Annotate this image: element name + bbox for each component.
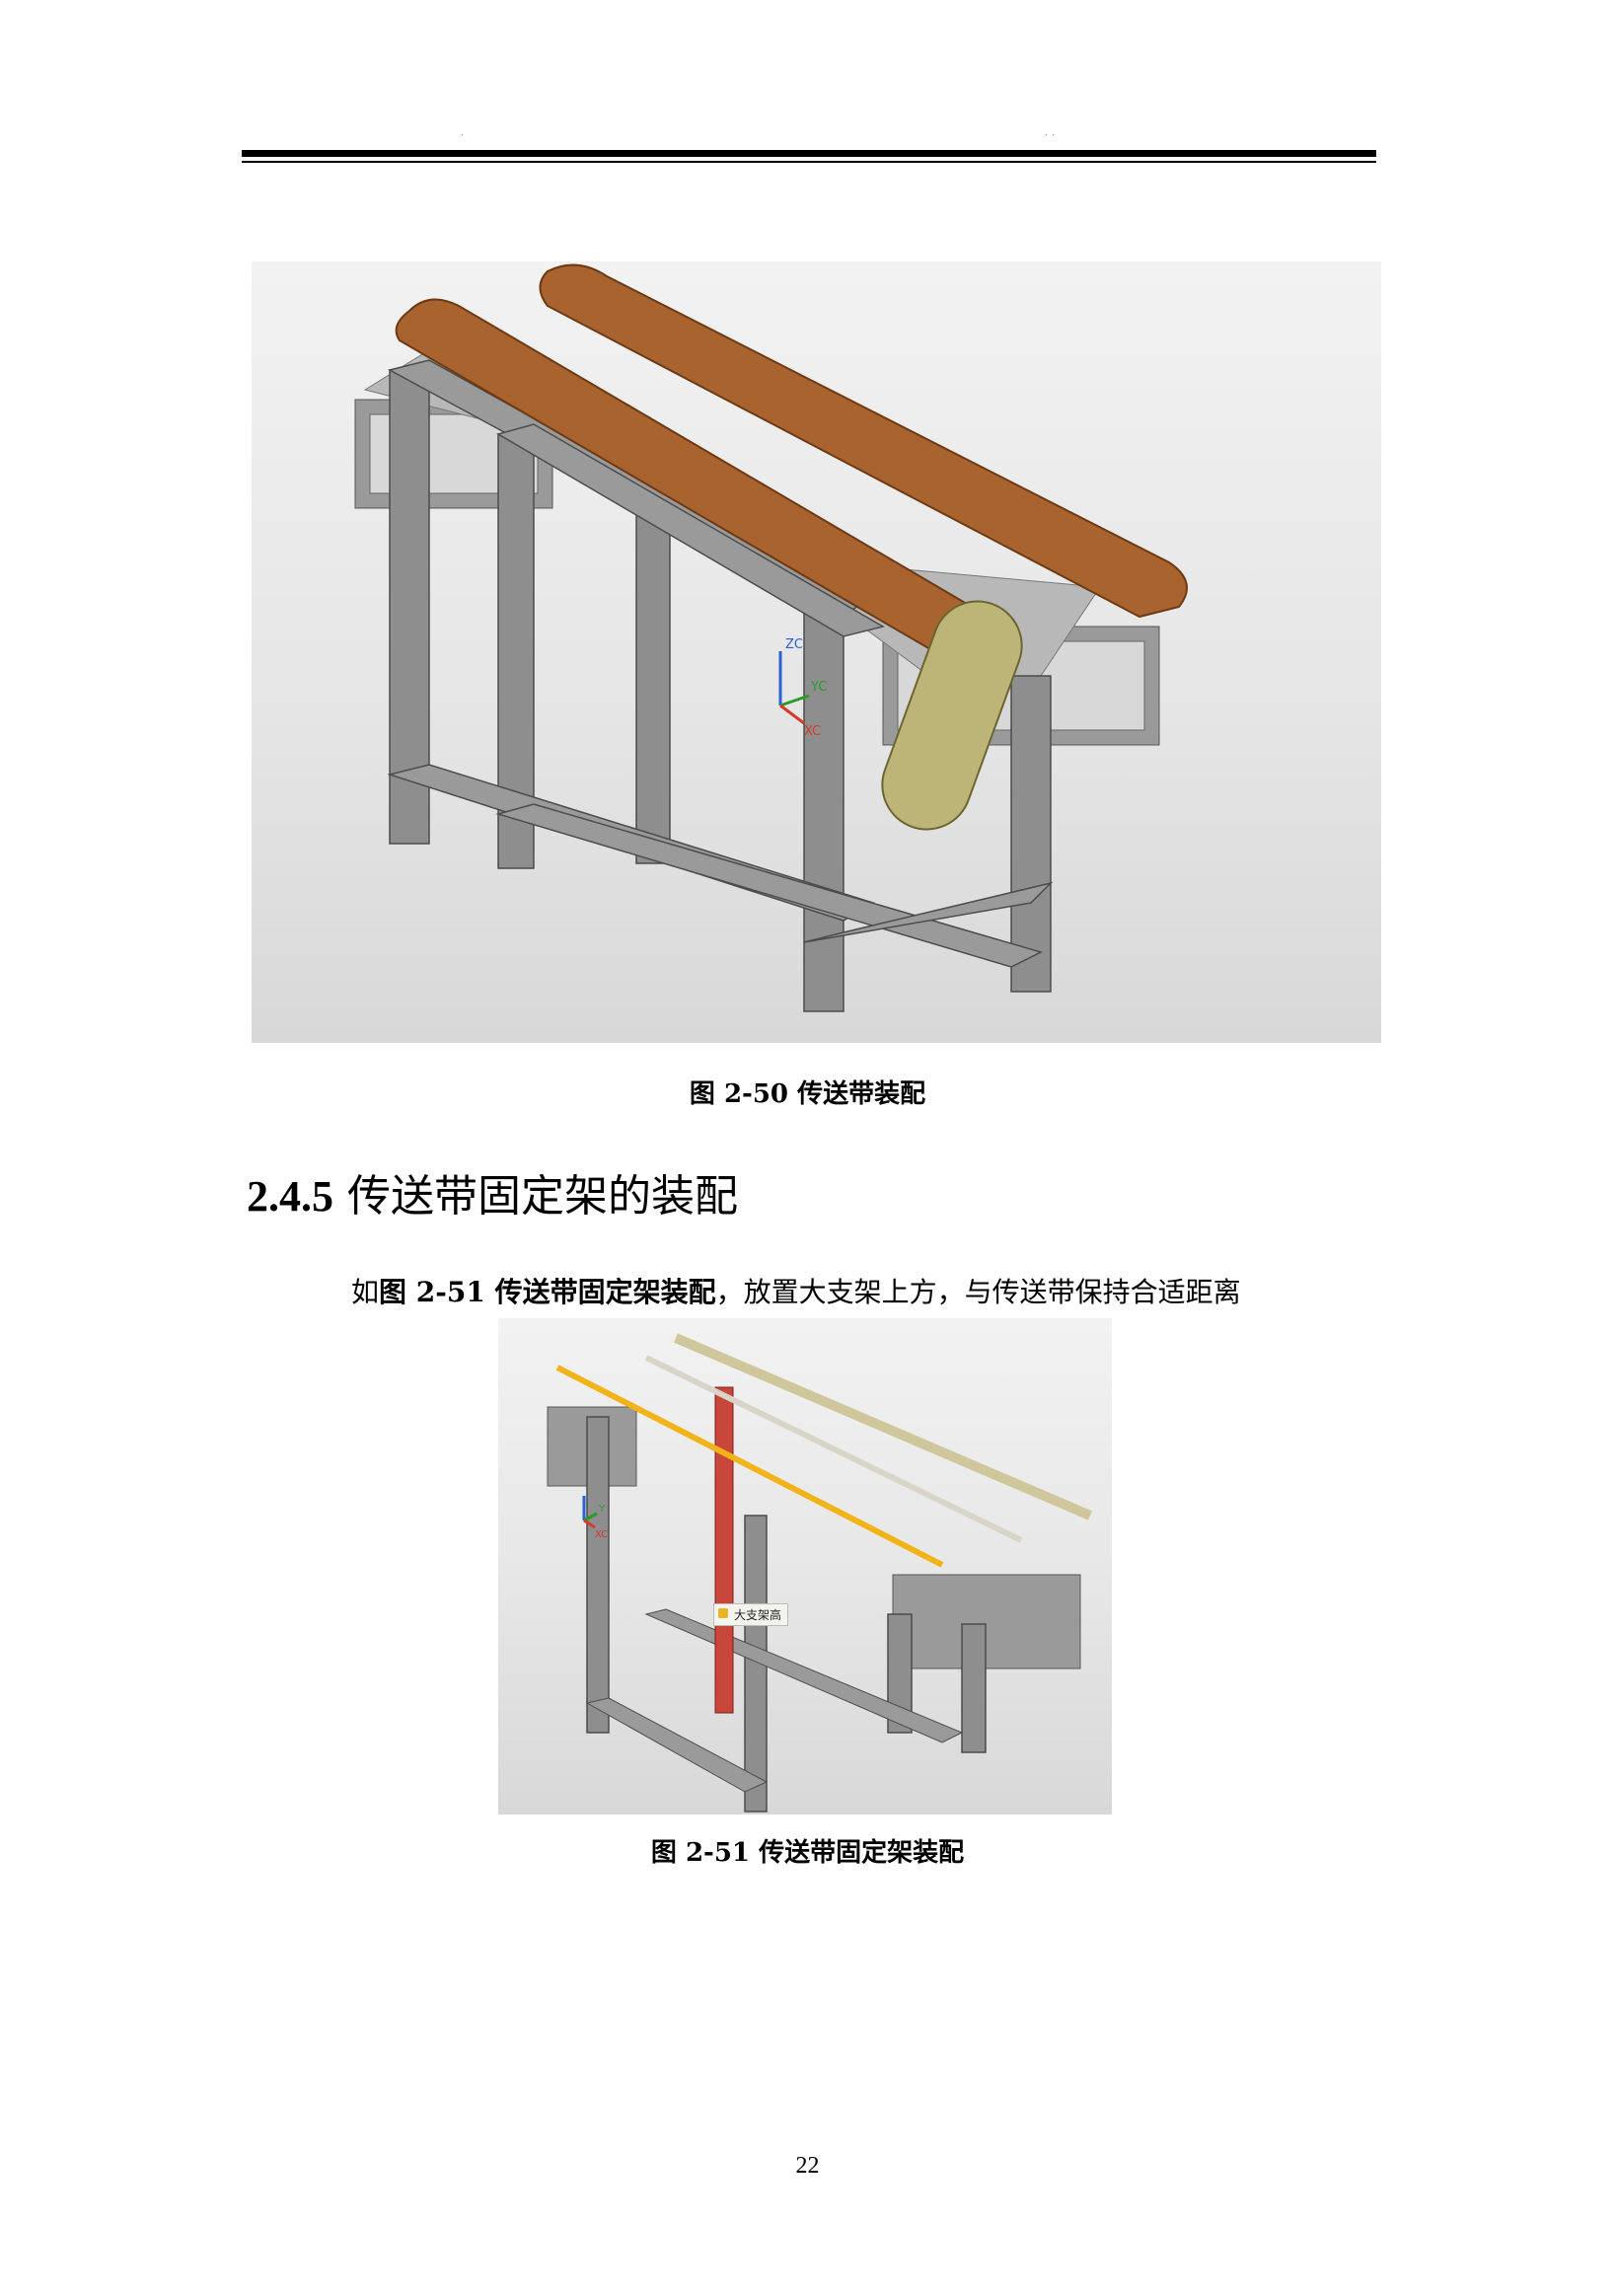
axis-label-x-2: XC [595, 1529, 608, 1540]
header-rule [242, 150, 1376, 157]
paragraph-suffix: ，放置大支架上方，与传送带保持合适距离 [715, 1276, 1241, 1308]
page-number: 22 [795, 2153, 820, 2179]
figure-fixing-frame-assembly: Y XC 大支架高 [498, 1318, 1112, 1815]
axis-label-y: YC [810, 680, 827, 695]
fixing-frame-drawing: Y XC [547, 1333, 1092, 1813]
section-number: 2.4.5 [247, 1172, 333, 1221]
figure-reference-link[interactable]: 图 2-51 传送带固定架装配 [379, 1276, 716, 1308]
part-tooltip: 大支架高 [713, 1603, 789, 1626]
figure-caption-2-51: 图 2-51 传送带固定架装配 [650, 1838, 965, 1868]
paragraph-prefix: 如 [351, 1276, 380, 1308]
figure-caption-2-50: 图 2-50 传送带装配 [689, 1079, 926, 1109]
conveyor-assembly-drawing: ZC YC XC [354, 263, 1188, 1012]
axis-label-x: XC [804, 724, 821, 739]
section-title: 传送带固定架的装配 [347, 1171, 738, 1222]
axis-label-y-2: Y [598, 1504, 606, 1515]
header-rule-thin [242, 161, 1376, 163]
header-mark-right: ˙ ˙ [1044, 134, 1056, 144]
body-paragraph: 如图 2-51 传送带固定架装配，放置大支架上方，与传送带保持合适距离 [351, 1271, 1241, 1310]
figure-conveyor-assembly: ZC YC XC [252, 261, 1381, 1043]
header-mark-left: ˙ [460, 134, 465, 144]
section-heading: 2.4.5 传送带固定架的装配 [247, 1160, 738, 1223]
axis-label-z: ZC [785, 637, 803, 652]
